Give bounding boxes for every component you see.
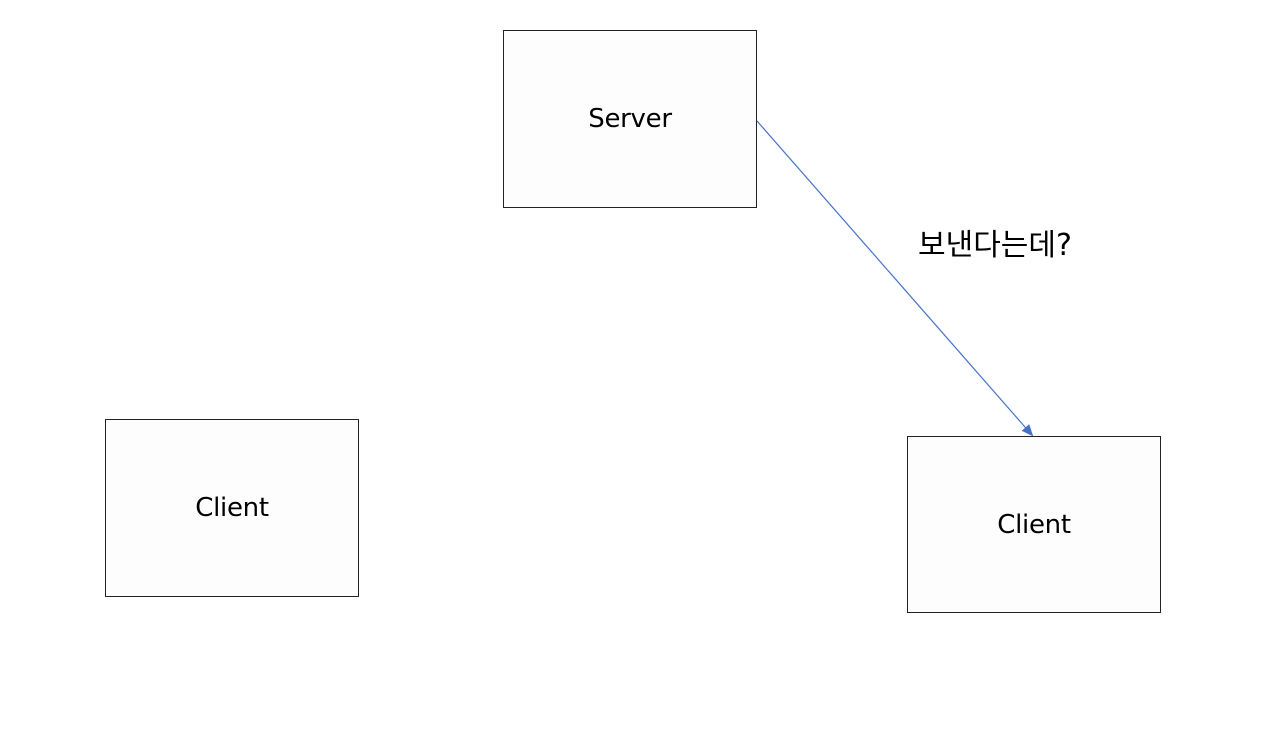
server-node[interactable]: Server [503,30,757,208]
server-label: Server [588,104,672,134]
client-right-label: Client [997,509,1071,540]
client-node-right[interactable]: Client [907,436,1161,613]
arrow-server-to-client [756,120,1034,437]
edge-label: 보낸다는데? [918,228,1072,263]
client-left-label: Client [195,493,269,523]
client-node-left[interactable]: Client [105,419,359,597]
